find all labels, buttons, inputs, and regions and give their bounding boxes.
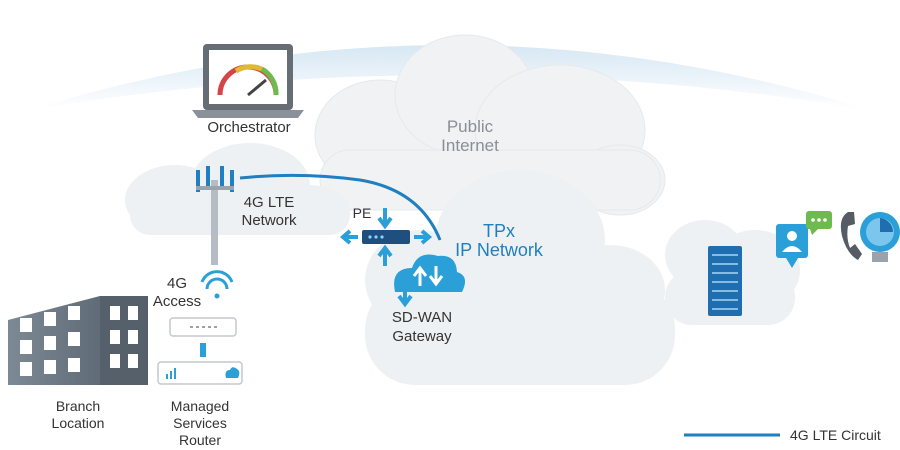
branch-building-icon (8, 296, 148, 385)
legend-label: 4G LTE Circuit (790, 427, 881, 443)
lte-modem-icon (169, 317, 237, 357)
wifi-signal-icon (200, 270, 234, 299)
sdwan-label: SD-WAN (392, 309, 452, 326)
pe-router-icon (339, 208, 433, 266)
tpx-network-cloud (365, 170, 675, 385)
managed-router-label: Managed (171, 398, 229, 414)
pe-label: PE (353, 205, 372, 221)
branch-label-2: Location (52, 415, 105, 431)
tpx-network-label-2: IP Network (455, 240, 544, 260)
cell-tower-icon (196, 166, 234, 265)
lte-circuit-line (239, 173, 442, 241)
branch-label: Branch (56, 398, 100, 414)
lte-network-label-2: Network (241, 212, 297, 229)
orchestrator-laptop-icon (192, 44, 304, 118)
orchestrator-label: Orchestrator (207, 119, 290, 136)
public-internet-label-2: Internet (441, 136, 499, 155)
lte-network-label: 4G LTE (244, 194, 295, 211)
sdwan-gateway-icon (394, 254, 466, 308)
access-label: 4G (167, 275, 187, 292)
public-internet-label: Public (447, 117, 494, 136)
managed-router-label-2: Services (173, 415, 227, 431)
phone-lightbulb-icon (840, 212, 900, 262)
tpx-network-label: TPx (483, 221, 515, 241)
managed-router-icon (157, 361, 243, 385)
access-label-2: Access (153, 293, 201, 310)
server-rack-icon (708, 246, 742, 316)
managed-router-label-3: Router (179, 432, 221, 448)
lte-network-cloud (125, 143, 350, 235)
sdwan-label-2: Gateway (392, 328, 452, 345)
contact-chat-icon (776, 211, 832, 268)
